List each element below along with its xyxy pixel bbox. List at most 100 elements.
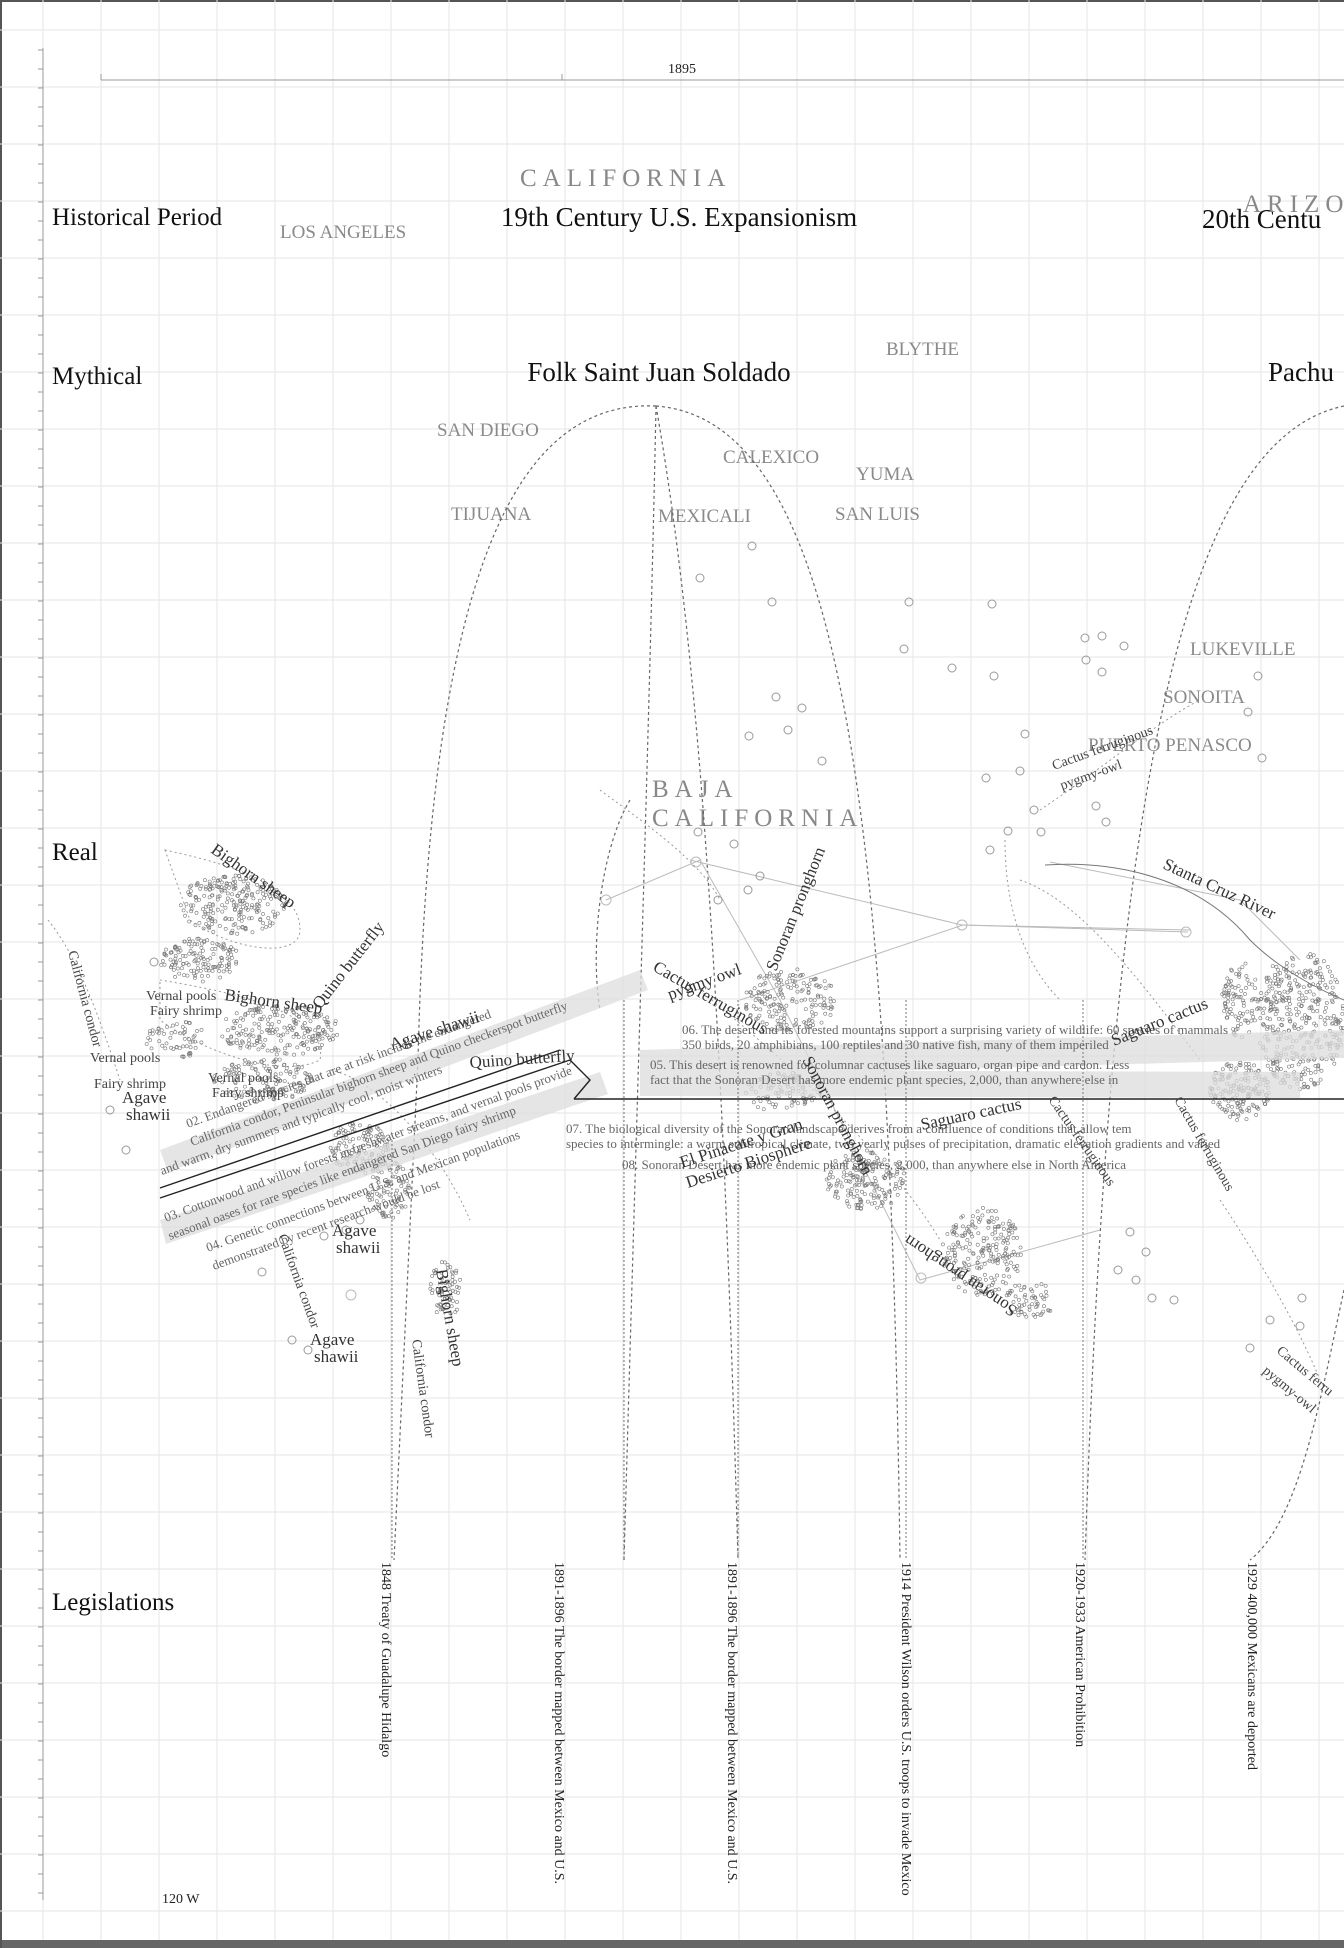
cluster-dot [195, 882, 200, 887]
cluster-dot [243, 1058, 247, 1063]
cluster-dot [986, 1220, 991, 1225]
cluster-dot [250, 1066, 255, 1071]
cluster-dot [296, 1035, 301, 1040]
cluster-dot [819, 1020, 824, 1025]
cluster-dot [775, 1018, 780, 1023]
cluster-dot [293, 1089, 298, 1094]
cluster-dot [265, 1085, 270, 1089]
cluster-dot [454, 1268, 459, 1273]
cluster-dot [993, 1236, 998, 1241]
cluster-dot [258, 885, 263, 889]
cluster-dot [305, 1075, 310, 1080]
cluster-dot [1005, 1241, 1010, 1246]
cluster-dot [306, 1006, 311, 1011]
cluster-dot [754, 1006, 759, 1011]
cluster-dot [1308, 975, 1313, 980]
cluster-dot [1225, 1108, 1230, 1113]
cluster-dot [266, 1022, 271, 1026]
cluster-dot [1226, 1099, 1231, 1104]
legislation-labels: 1848 Treaty of Guadalupe Hidalgo 1891-18… [378, 1562, 1259, 1896]
cluster-dot [401, 1180, 406, 1185]
cluster-dot [193, 1046, 198, 1050]
cluster-dot [879, 1204, 884, 1208]
cluster-dot [991, 1220, 996, 1224]
cluster-dot [230, 892, 235, 897]
cluster-dot [448, 1265, 453, 1270]
cluster-dot [1315, 1009, 1320, 1013]
cluster-dot [1000, 1279, 1005, 1284]
cluster-dot [180, 1054, 185, 1059]
cluster-dot [428, 1282, 433, 1287]
cluster-dot [269, 896, 274, 901]
cluster-dot [207, 882, 212, 887]
cluster-dot [232, 1093, 237, 1098]
cluster-dot [248, 1062, 253, 1067]
cluster-dot [875, 1183, 880, 1188]
cluster-dot [274, 1065, 279, 1070]
cluster-dot [389, 1210, 394, 1215]
cluster-dot [203, 910, 208, 915]
cluster-dot [1241, 1000, 1246, 1005]
cluster-dot [240, 1093, 245, 1098]
cluster-dot [144, 1042, 149, 1046]
cluster-dot [1001, 1274, 1006, 1278]
top-scale: 1895 [100, 62, 1344, 81]
cluster-dot [367, 1198, 372, 1202]
cluster-dot [1006, 1267, 1010, 1271]
cluster-dot [270, 1022, 275, 1027]
cluster-dot [1263, 1102, 1268, 1107]
cluster-dot [159, 963, 164, 967]
cluster-dot [268, 1091, 273, 1096]
cluster-dot [1328, 969, 1332, 974]
bottom-border [0, 1940, 1344, 1948]
cluster-dot [272, 889, 277, 894]
cluster-dot [967, 1230, 972, 1234]
cluster-dot [451, 1299, 455, 1303]
cluster-dot [1330, 1021, 1335, 1026]
cluster-dot [377, 1208, 382, 1213]
cluster-dot [455, 1285, 459, 1289]
cluster-dot [253, 1010, 258, 1015]
myth-arcs [393, 405, 1344, 1561]
cluster-dot [977, 1266, 982, 1271]
cluster-dot [187, 951, 192, 956]
cluster-dot [342, 1141, 347, 1146]
cluster-dot [1309, 975, 1314, 980]
cluster-dot [387, 1192, 392, 1197]
sparse-marker [1243, 707, 1253, 717]
cluster-dot [333, 1133, 338, 1138]
cluster-dot [212, 1074, 217, 1079]
cluster-dot [1280, 1023, 1285, 1028]
cluster-dot [219, 880, 224, 885]
cluster-dot [1006, 1235, 1011, 1240]
cluster-dot [397, 1195, 402, 1200]
cluster-dot [264, 1079, 269, 1083]
cluster-dot [220, 903, 225, 908]
cluster-dot [1318, 986, 1323, 991]
cluster-dot [957, 1273, 961, 1278]
cluster-dot [191, 952, 196, 956]
top-year-label: 1895 [668, 62, 696, 77]
place-mexicali: MEXICALI [658, 506, 751, 527]
cluster-dot [756, 1105, 760, 1110]
cluster-dot [228, 1090, 233, 1094]
cluster-dot [282, 1051, 287, 1056]
cluster-dot [435, 1303, 440, 1308]
cluster-dot [442, 1296, 447, 1301]
cluster-dot [1334, 1022, 1338, 1027]
row-label-legislations: Legislations [52, 1589, 174, 1616]
cluster-dot [1011, 1300, 1016, 1304]
cluster-dot [294, 1070, 299, 1075]
cluster-dot [806, 987, 811, 991]
cluster-dot [200, 979, 205, 984]
cluster-dot [219, 885, 224, 890]
cluster-dot [278, 1071, 283, 1076]
cluster-dot [859, 1203, 864, 1208]
cluster-dot [333, 1021, 338, 1026]
cluster-dot [1333, 994, 1337, 999]
cluster-dot [256, 1006, 261, 1011]
sparse-marker [1295, 1321, 1305, 1331]
cluster-dot [251, 896, 256, 901]
cluster-dot [744, 990, 749, 995]
cluster-dot [218, 975, 223, 980]
